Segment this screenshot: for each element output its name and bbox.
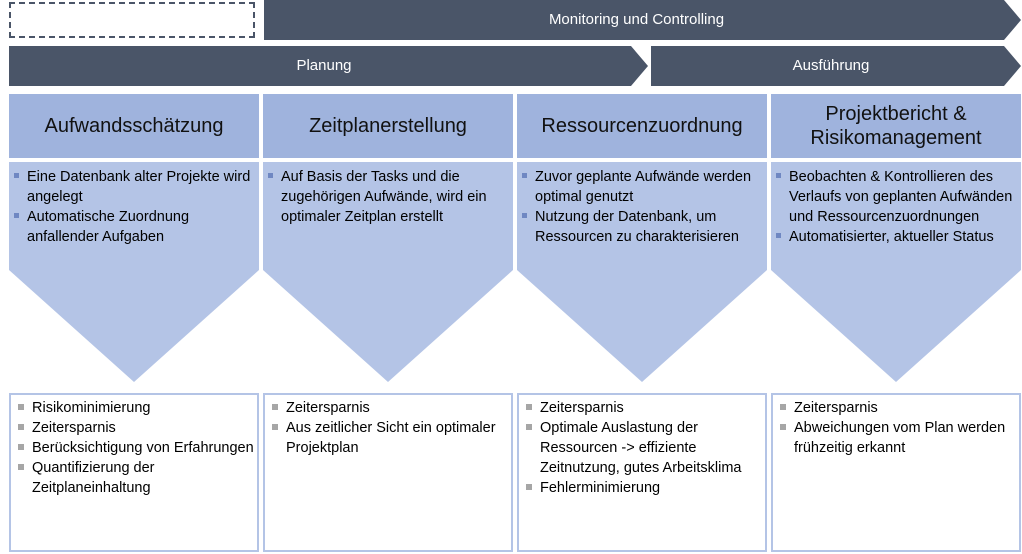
chevron-projektbericht [771, 162, 1021, 382]
benefit-list-1: Risikominimierung Zeitersparnis Berücksi… [14, 398, 254, 498]
planung-label: Planung [296, 57, 352, 74]
column-header-ressourcenzuordnung: Ressourcenzuordnung [517, 94, 767, 158]
column-items-4: Beobachten & Kontrollieren des Verlaufs … [773, 167, 1019, 247]
benefit-list-2: Zeitersparnis Aus zeitlicher Sicht ein o… [268, 398, 508, 458]
list-item: Berücksichtigung von Erfahrungen [14, 438, 254, 458]
list-item: Optimale Auslastung der Ressourcen -> ef… [522, 418, 762, 478]
empty-placeholder-box [9, 2, 255, 38]
list-item: Risikominimierung [14, 398, 254, 418]
list-item: Beobachten & Kontrollieren des Verlaufs … [773, 167, 1019, 227]
list-item: Aus zeitlicher Sicht ein optimaler Proje… [268, 418, 508, 458]
monitoring-arrow [264, 0, 1021, 40]
list-item: Zuvor geplante Aufwände werden optimal g… [519, 167, 765, 207]
column-items-3: Zuvor geplante Aufwände werden optimal g… [519, 167, 765, 247]
list-item: Abweichungen vom Plan werden frühzeitig … [776, 418, 1016, 458]
column-header-projektbericht: Projektbericht & Risikomanagement [771, 94, 1021, 158]
benefit-list-3: Zeitersparnis Optimale Auslastung der Re… [522, 398, 762, 498]
list-item: Zeitersparnis [776, 398, 1016, 418]
benefit-box-1 [9, 393, 259, 552]
ausfuehrung-label: Ausführung [792, 57, 870, 74]
chevron-zeitplanerstellung [263, 162, 513, 382]
column-header-aufwandsschaetzung: Aufwandsschätzung [9, 94, 259, 158]
ausfuehrung-arrow [651, 46, 1021, 86]
list-item: Zeitersparnis [14, 418, 254, 438]
list-item: Zeitersparnis [522, 398, 762, 418]
benefit-box-3 [517, 393, 767, 552]
column-header-zeitplanerstellung: Zeitplanerstellung [263, 94, 513, 158]
chevron-ressourcenzuordnung [517, 162, 767, 382]
list-item: Zeitersparnis [268, 398, 508, 418]
list-item: Automatisierter, aktueller Status [773, 227, 1019, 247]
benefit-box-4 [771, 393, 1021, 552]
list-item: Eine Datenbank alter Projekte wird angel… [11, 167, 257, 207]
list-item: Nutzung der Datenbank, um Ressourcen zu … [519, 207, 765, 247]
monitoring-label: Monitoring und Controlling [548, 11, 725, 28]
phase-arrows [9, 0, 1021, 86]
column-items-2: Auf Basis der Tasks und die zugehörigen … [265, 167, 511, 227]
benefit-list-4: Zeitersparnis Abweichungen vom Plan werd… [776, 398, 1016, 458]
list-item: Automatische Zuordnung anfallender Aufga… [11, 207, 257, 247]
benefit-box-2 [263, 393, 513, 552]
list-item: Quantifizierung der Zeitplaneinhaltung [14, 458, 254, 498]
list-item: Auf Basis der Tasks und die zugehörigen … [265, 167, 511, 227]
list-item: Fehlerminimierung [522, 478, 762, 498]
planung-arrow [9, 46, 648, 86]
chevron-aufwandsschaetzung [9, 162, 259, 382]
column-items-1: Eine Datenbank alter Projekte wird angel… [11, 167, 257, 247]
